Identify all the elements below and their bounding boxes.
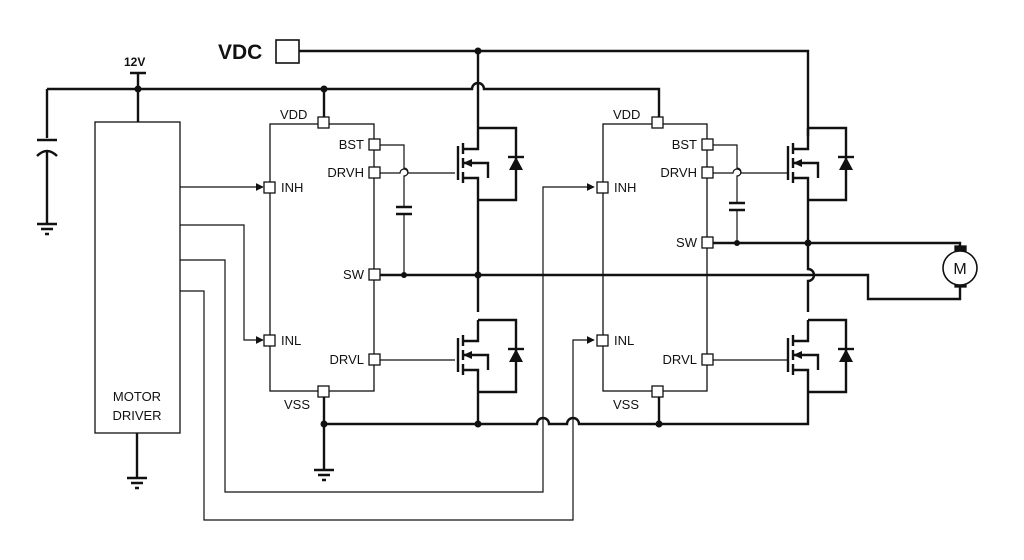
gd1-inl: INL — [281, 333, 301, 348]
gd2-drvl: DRVL — [663, 352, 697, 367]
vdc-rail: VDC — [218, 39, 810, 136]
12v-label: 12V — [124, 55, 145, 69]
12v-rail: 12V — [36, 55, 661, 236]
mosfet-low-side-1 — [456, 318, 524, 394]
bootstrap-capacitor-2 — [713, 144, 789, 246]
gate-driver-2: VDD BST DRVH INH SW INL DRVL VSS — [596, 107, 714, 412]
motor-driver: MOTOR DRIVER — [94, 121, 181, 490]
gd1-vdd: VDD — [280, 107, 307, 122]
gd2-sw: SW — [676, 235, 698, 250]
motor-label: M — [953, 261, 966, 278]
gd1-inh: INH — [281, 180, 303, 195]
motor-driver-line1: MOTOR — [113, 389, 161, 404]
mosfet-high-side-2 — [786, 126, 854, 202]
gd2-inl: INL — [614, 333, 634, 348]
gd1-bst: BST — [339, 137, 364, 152]
mosfet-group — [456, 126, 854, 394]
vdc-terminal — [275, 39, 300, 64]
gd1-sw: SW — [343, 267, 365, 282]
gd2-vdd: VDD — [613, 107, 640, 122]
bootstrap-capacitor-1 — [380, 144, 455, 278]
motor-driver-line2: DRIVER — [112, 408, 161, 423]
motor: M — [942, 245, 978, 288]
control-signals — [180, 183, 595, 521]
gd2-drvh: DRVH — [660, 165, 697, 180]
gd1-vss: VSS — [284, 397, 310, 412]
vdc-label: VDC — [218, 41, 262, 64]
power-wiring — [314, 200, 962, 482]
gd2-inh: INH — [614, 180, 636, 195]
gate-driver-1: VDD BST DRVH INH SW INL DRVL VSS — [263, 107, 381, 412]
mosfet-high-side-1 — [456, 126, 524, 202]
gd1-drvh: DRVH — [327, 165, 364, 180]
gd2-bst: BST — [672, 137, 697, 152]
mosfet-low-side-2 — [786, 318, 854, 394]
gd1-drvl: DRVL — [330, 352, 364, 367]
gd2-vss: VSS — [613, 397, 639, 412]
